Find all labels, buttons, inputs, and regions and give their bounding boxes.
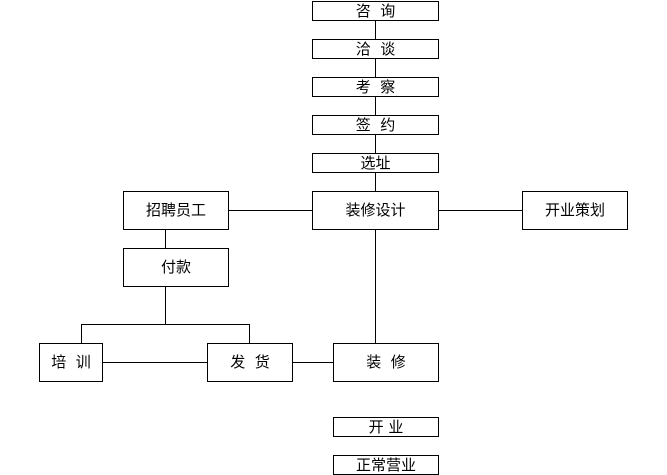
node-sign: 签 约 — [312, 115, 439, 135]
node-training: 培 训 — [39, 343, 103, 382]
node-opening: 开 业 — [333, 417, 439, 437]
node-opening-planning-label: 开业策划 — [544, 201, 605, 219]
node-site-selection-label: 选址 — [360, 153, 391, 172]
node-shipping-label: 发 货 — [230, 353, 270, 371]
node-consult-label: 咨 询 — [355, 1, 396, 20]
node-normal-operation-label: 正常营业 — [355, 455, 416, 474]
node-site-selection: 选址 — [312, 153, 439, 173]
node-negotiate: 洽 谈 — [312, 39, 439, 59]
node-inspect-label: 考 察 — [355, 77, 396, 96]
node-recruit-staff: 招聘员工 — [123, 191, 229, 230]
node-opening-label: 开 业 — [368, 417, 404, 436]
node-opening-planning: 开业策划 — [522, 191, 628, 230]
node-consult: 咨 询 — [312, 1, 439, 21]
node-recruit-staff-label: 招聘员工 — [145, 201, 206, 219]
node-decoration: 装 修 — [333, 343, 439, 382]
node-negotiate-label: 洽 谈 — [355, 39, 396, 58]
node-inspect: 考 察 — [312, 77, 439, 97]
node-shipping: 发 货 — [207, 343, 293, 382]
node-decoration-design-label: 装修设计 — [345, 201, 406, 219]
node-decoration-design: 装修设计 — [312, 191, 439, 230]
node-sign-label: 签 约 — [355, 115, 396, 134]
node-payment-label: 付款 — [160, 258, 191, 276]
node-payment: 付款 — [123, 248, 229, 287]
node-training-label: 培 训 — [51, 353, 91, 371]
node-normal-operation: 正常营业 — [333, 455, 439, 475]
node-decoration-label: 装 修 — [366, 353, 406, 371]
